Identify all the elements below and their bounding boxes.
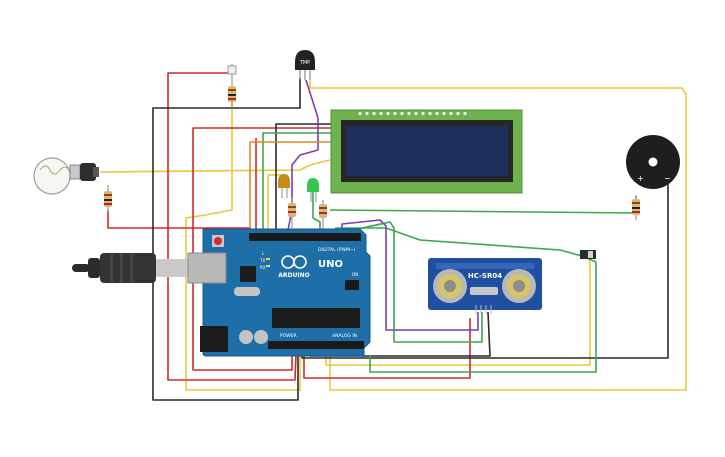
wire-red-resistor-top[interactable] [167,72,297,381]
resistor-led-2[interactable] [319,200,327,230]
resistor-lamp[interactable] [104,185,112,212]
ultrasonic-sensor[interactable]: HC-SR04 [428,258,542,314]
resistor-led-1[interactable] [288,198,296,228]
rx-label: RX [260,265,266,270]
led-green[interactable] [307,178,319,202]
arduino-model-text: UNO [318,259,343,270]
analog-label: ANALOG IN [332,333,357,339]
ultrasonic-label: HC-SR04 [468,272,502,280]
wire-green-lcd-1[interactable] [262,132,333,240]
light-bulb[interactable] [33,157,99,195]
wire-red-lcd[interactable] [192,127,333,371]
led-orange[interactable] [278,174,290,198]
digital-header-label: DIGITAL (PWM~) [318,247,356,253]
lcd-display[interactable] [330,109,523,194]
temperature-sensor[interactable]: TMP [295,50,315,80]
l-led-label: L [262,251,265,256]
piezo-buzzer[interactable]: + − [626,135,680,189]
usb-jack [187,252,227,284]
lcd-screen [346,126,508,176]
atmega-chip [272,308,360,328]
tx-label: TX [259,258,265,263]
wire-green-buzzer[interactable] [329,196,637,214]
wire-red-buzzer[interactable] [303,318,471,379]
arduino-logo-icon [281,255,307,269]
wire-yellow-resistor[interactable] [185,100,301,391]
power-jack [200,326,228,352]
wire-yellow-led[interactable] [267,174,282,235]
buzzer-minus-label: − [664,174,671,183]
power-analog-header [268,341,364,349]
temp-sensor-label: TMP [299,60,310,66]
slide-switch[interactable] [580,250,596,259]
usb-cable[interactable] [72,253,188,283]
wire-purple-sensor[interactable] [341,219,479,331]
power-label: POWER [280,333,297,339]
arduino-uno-board[interactable]: ARDUINO UNO DIGITAL (PWM~) POWER ANALOG … [187,228,371,357]
wire-orange-lcd[interactable] [249,141,333,228]
resistor-top[interactable] [227,64,237,108]
arduino-logo-text: ARDUINO [278,272,309,279]
wire-green-sensor-1[interactable] [325,221,483,343]
wire-black-lcd[interactable] [275,123,333,240]
buzzer-plus-label: + [637,174,644,183]
on-led-label: ON [352,272,358,277]
reset-button[interactable] [214,237,222,245]
wire-yellow-analog[interactable] [325,258,591,366]
resistor-buzzer[interactable] [632,195,640,220]
wire-yellow-lamp[interactable] [99,159,331,173]
digital-header [249,233,361,241]
wire-yellow-temp-top[interactable] [309,80,687,391]
